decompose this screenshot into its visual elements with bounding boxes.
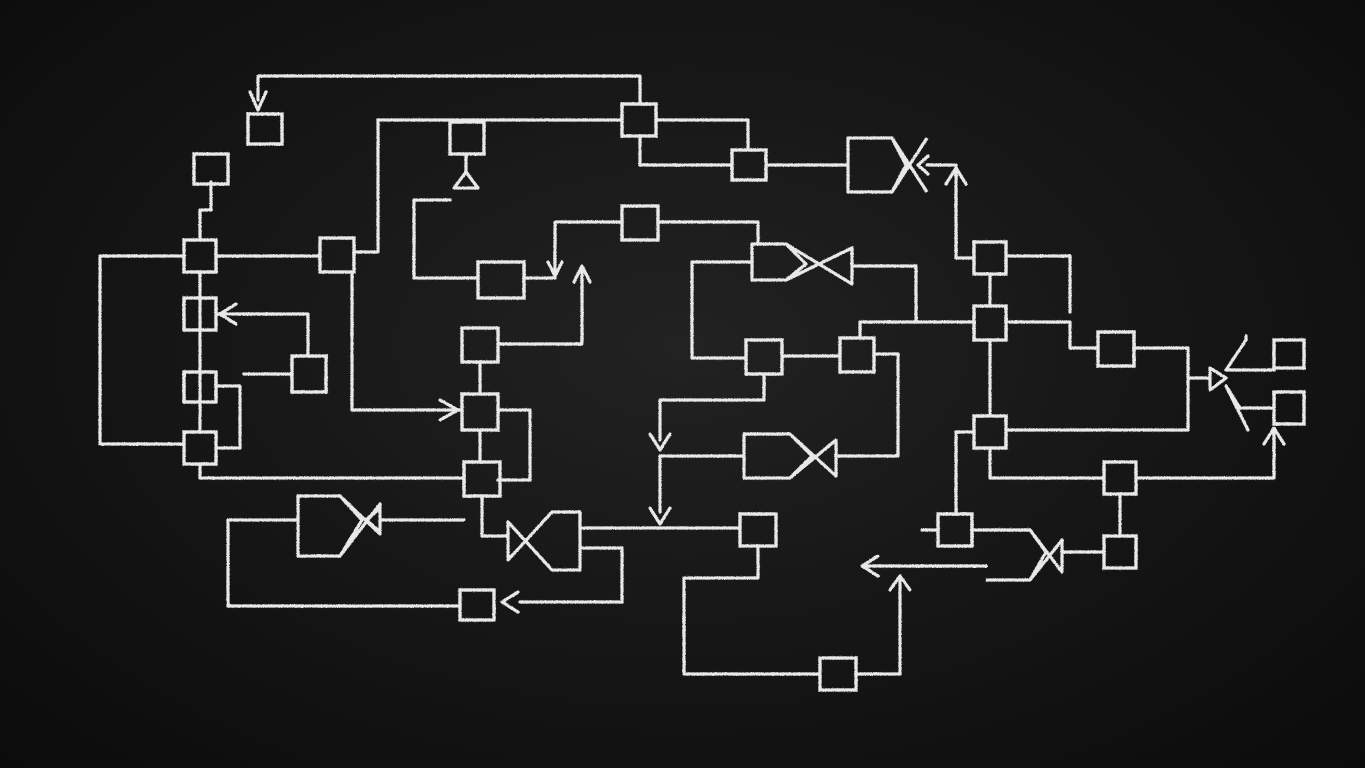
wire-bottom-right xyxy=(854,576,902,676)
wire-center-right xyxy=(522,220,624,280)
wire-top-loop xyxy=(256,74,642,106)
wire-center-side xyxy=(496,408,532,482)
node-right-1 xyxy=(972,240,1008,276)
wire-left-outer xyxy=(98,254,186,446)
node-center-top xyxy=(448,120,486,156)
arrow-right-lower-up xyxy=(1262,426,1286,446)
wire-right-fork1 xyxy=(1224,334,1276,372)
gate-center-bottom xyxy=(506,510,582,572)
node-mid-right xyxy=(838,336,876,374)
gate-top-right xyxy=(846,136,929,194)
arrow-center-up xyxy=(572,264,592,284)
diagram-content xyxy=(98,74,1306,692)
node-bottom xyxy=(818,656,858,692)
wire-top-down xyxy=(638,134,734,167)
wires xyxy=(98,74,1276,676)
wire-right-lower2 xyxy=(1134,430,1276,480)
wire-gate-left-loop xyxy=(226,518,462,608)
node-right-bottom xyxy=(1102,534,1138,570)
node-center-3 xyxy=(462,460,502,498)
node-top-right xyxy=(730,148,768,182)
gate-center-upper xyxy=(750,242,854,286)
node-center-2 xyxy=(460,392,500,432)
wire-right-to-node xyxy=(1004,320,1100,350)
node-right-lower xyxy=(1102,460,1138,496)
node-right-side xyxy=(1096,330,1136,368)
arrow-bottom-in xyxy=(500,590,520,614)
arrow-right-up xyxy=(944,166,968,186)
arrow-left-in xyxy=(218,302,238,326)
wire-left-feedback xyxy=(216,312,310,358)
node-left-side xyxy=(290,354,328,394)
wire-mid-down2 xyxy=(658,372,766,442)
node-left-2 xyxy=(182,296,218,332)
node-right-2 xyxy=(972,304,1008,342)
node-mid-left xyxy=(318,236,356,274)
arrow-center-in xyxy=(438,398,460,422)
node-center-1 xyxy=(460,326,500,364)
node-left-4 xyxy=(182,430,218,466)
gates xyxy=(296,136,1228,582)
arrowheads xyxy=(218,90,1286,614)
wire-top-long xyxy=(353,118,624,254)
wire-to-arrow xyxy=(496,268,584,346)
node-right-3 xyxy=(972,414,1008,450)
wire-bottom-loop xyxy=(682,544,822,676)
wire-right-lower xyxy=(988,446,1106,480)
node-right-low-left xyxy=(936,512,974,548)
wire-mid-down xyxy=(350,270,462,412)
arrow-mid-down xyxy=(648,432,672,452)
arrow-gate-left-in xyxy=(364,508,380,532)
wire-center-loop xyxy=(412,198,480,280)
node-far-right-2 xyxy=(1272,390,1306,426)
arrow-center-down xyxy=(546,260,564,278)
arrow-gate1-in xyxy=(916,154,930,176)
wire-top-right xyxy=(655,118,750,152)
arrow-top-left-down xyxy=(248,90,268,112)
wire-gate2-right xyxy=(850,264,918,340)
node-left-1 xyxy=(182,238,218,274)
gate-center-lower xyxy=(742,432,838,480)
wire-left-top xyxy=(198,180,213,242)
arrow-lower-left xyxy=(860,554,880,578)
gate-lower-left xyxy=(296,494,382,558)
wire-right-top-loop xyxy=(1004,254,1072,314)
node-top-center xyxy=(620,102,658,138)
wire-left-loop xyxy=(214,384,242,450)
node-mid-center xyxy=(744,338,784,376)
node-left-top xyxy=(192,152,230,186)
arrow-bottom-up xyxy=(888,574,912,592)
wire-right-up xyxy=(954,166,976,260)
node-center-mid xyxy=(476,260,526,300)
arrow-center-top-up xyxy=(452,170,480,190)
wire-left-bottom xyxy=(198,462,466,480)
nodes xyxy=(182,102,1306,692)
node-left-3 xyxy=(182,370,218,404)
gate-right-fork xyxy=(1208,366,1228,392)
wire-gate3-out xyxy=(834,352,900,458)
node-far-right-1 xyxy=(1272,338,1306,370)
wire-center-bottom xyxy=(480,494,510,538)
gate-right-bottom xyxy=(986,528,1064,582)
node-top-left xyxy=(246,112,284,146)
node-center-bottom xyxy=(458,588,496,622)
wire-gate2-left xyxy=(690,260,754,360)
wire-lower-loop xyxy=(518,546,624,604)
wire-right-node-out xyxy=(1004,346,1190,432)
wire-right-fork2 xyxy=(1224,384,1276,432)
node-lower-center xyxy=(738,512,778,548)
wire-center-right2 xyxy=(656,220,760,246)
arrow-mid-down2 xyxy=(648,506,672,526)
node-upper-center xyxy=(620,204,660,242)
wire-right-side xyxy=(954,430,976,516)
